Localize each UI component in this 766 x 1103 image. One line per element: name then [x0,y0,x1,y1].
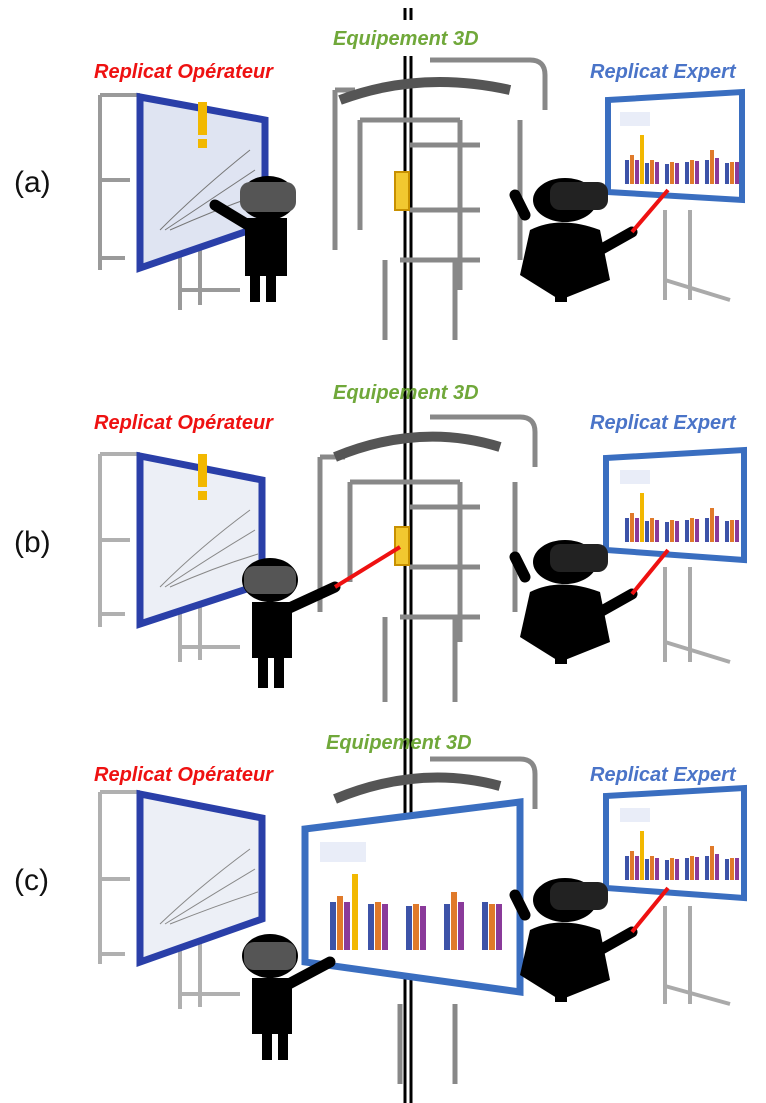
warning-marker [198,454,207,487]
expert-pointer-ray [630,188,670,234]
expert-avatar [509,178,638,302]
operator-avatar [242,934,336,1060]
expert-board [603,446,747,564]
panel-label: (b) [14,526,51,559]
operator-title: Replicat Opérateur [94,764,273,786]
expert-pointer-ray [630,548,670,596]
equipment-title: Equipement 3D [333,382,479,404]
operator-board [136,789,266,967]
equipment-highlight [394,526,410,566]
panel-b: (b) Replicat Opérateur Equipement 3D Rep… [0,362,766,722]
shared-board [301,798,524,997]
expert-avatar [509,540,638,664]
expert-avatar [509,878,638,1002]
operator-board [136,451,266,629]
operator-avatar [242,558,341,688]
equipment-3d [317,414,538,702]
panel-c: (c) Replicat Opérateur Equipement 3D Rep… [0,724,766,1084]
operator-avatar [209,176,296,302]
operator-title: Replicat Opérateur [94,61,273,83]
equipment-highlight [394,171,410,211]
panel-label: (a) [14,166,51,199]
expert-board [603,784,747,902]
equipment-title: Equipement 3D [326,732,472,754]
operator-title: Replicat Opérateur [94,412,273,434]
panel-a: (a) Replicat Opérateur Equipement 3D Rep… [0,0,766,360]
warning-marker [198,102,207,135]
equipment-title: Equipement 3D [333,28,479,50]
scene-c [98,756,747,1084]
expert-title: Replicat Expert [590,412,736,434]
scene-b [98,414,747,702]
panel-label: (c) [14,864,49,897]
operator-pointer-ray [333,545,402,589]
expert-title: Replicat Expert [590,61,736,83]
expert-title: Replicat Expert [590,764,736,786]
equipment-3d [332,57,548,340]
scene-a [98,57,745,340]
expert-board [605,88,745,204]
expert-pointer-ray [630,886,670,934]
